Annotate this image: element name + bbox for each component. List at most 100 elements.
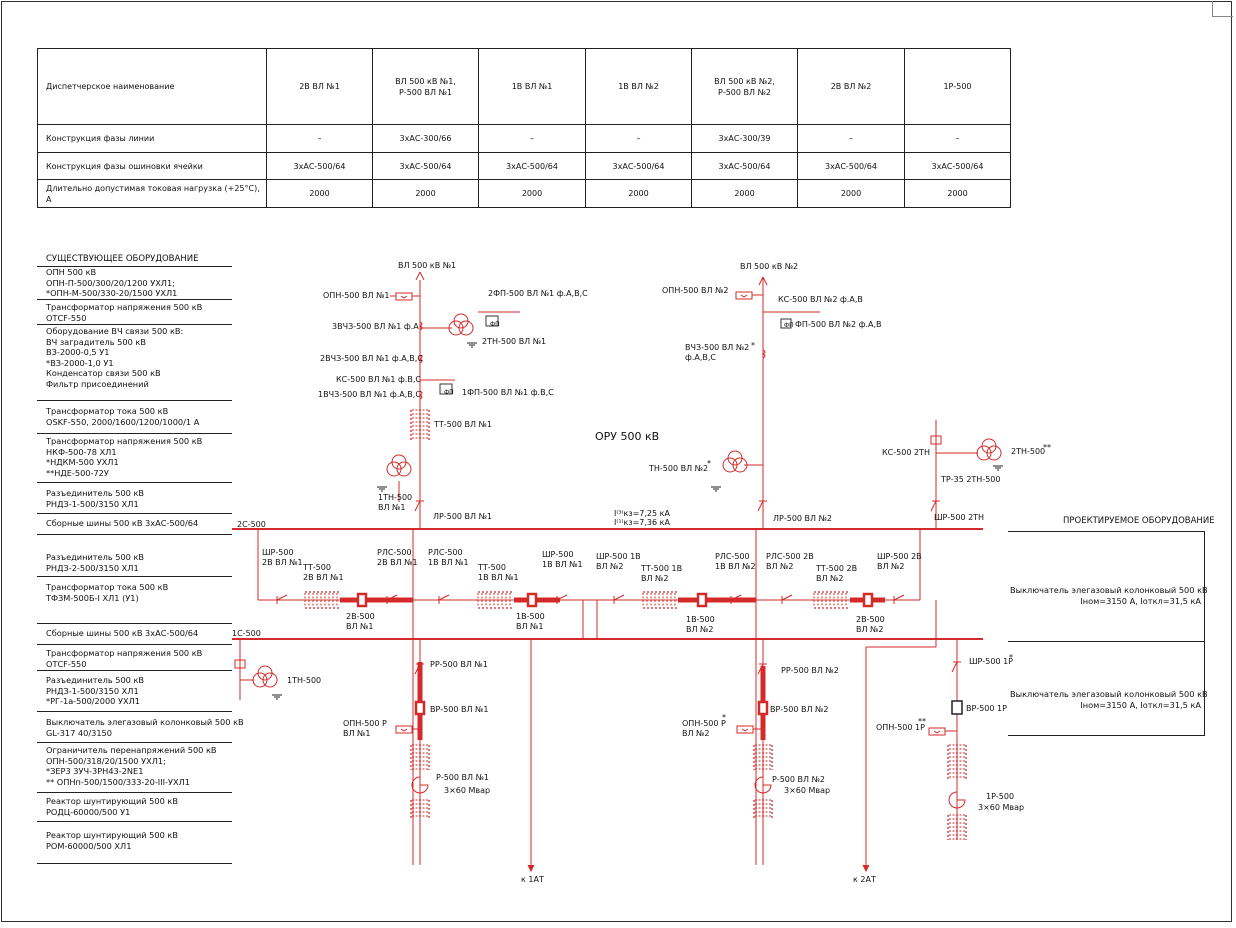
divider — [1008, 641, 1205, 642]
spec-table: Диспетчерское наименование 2В ВЛ №1 ВЛ 5… — [37, 48, 1011, 208]
divider — [1008, 735, 1205, 736]
capacitor-icon — [930, 435, 942, 445]
table-col-2: 1В ВЛ №1 — [478, 48, 586, 125]
voltage-transformer-icon — [391, 454, 407, 470]
legend-item: Оборудование ВЧ связи 500 кВ: ВЧ загради… — [46, 326, 184, 389]
divider — [37, 821, 232, 822]
table-col-5: 2В ВЛ №2 — [797, 48, 905, 125]
line2-wire — [762, 276, 768, 286]
disconnector-icon — [893, 594, 906, 604]
tn2-ks: КС-500 2ТН — [882, 448, 930, 457]
voltage-transformer-icon — [453, 313, 469, 329]
surge-arrester-icon — [395, 292, 413, 301]
legend-projected-title: ПРОЕКТИРУЕМОЕ ОБОРУДОВАНИЕ — [1063, 516, 1215, 526]
filter-icon — [780, 318, 792, 329]
divider — [1204, 531, 1205, 735]
table-row-label: Конструкция фазы линии — [37, 124, 267, 153]
breaker-icon — [696, 592, 708, 608]
line1-lr: ЛР-500 ВЛ №1 — [433, 512, 492, 521]
mark-one: * — [751, 341, 755, 350]
legend-item: Трансформатор напряжения 500 кВ ОТСF-550 — [46, 648, 203, 669]
line2-opn: ОПН-500 ВЛ №2 — [662, 286, 728, 295]
line1-rr: РР-500 ВЛ №1 — [430, 660, 488, 669]
line1-wire — [415, 271, 421, 281]
legend-existing-title: СУЩЕСТВУЮЩЕЕ ОБОРУДОВАНИЕ — [46, 254, 199, 264]
ground-icon — [377, 486, 387, 492]
filter-icon — [485, 315, 499, 327]
substation-name: ОРУ 500 кВ — [595, 430, 659, 443]
title-corner-box — [1212, 1, 1233, 17]
line2-rr: РР-500 ВЛ №2 — [781, 666, 839, 675]
short-circuit-3: I⁽³⁾кз=7,25 кА — [614, 509, 670, 518]
disconnector-icon — [414, 663, 424, 676]
table-col-1: ВЛ 500 кВ №1, Р-500 ВЛ №1 — [372, 48, 479, 125]
line1-tt: ТТ-500 ВЛ №1 — [433, 420, 492, 429]
surge-arrester-icon — [400, 295, 408, 299]
line1-reactor: Р-500 ВЛ №1 — [436, 773, 489, 782]
line2-vr: ВР-500 ВЛ №2 — [770, 705, 828, 714]
bus-2-label: 2С-500 — [237, 520, 266, 529]
short-circuit-1: I⁽¹⁾кз=7,36 кА — [614, 518, 670, 527]
line2-lr: ЛР-500 ВЛ №2 — [773, 514, 832, 523]
table-row-label: Конструкция фазы ошиновки ячейки — [37, 152, 267, 180]
table-header-row: Диспетчерское наименование 2В ВЛ №1 ВЛ 5… — [37, 48, 1011, 125]
disconnector-icon — [951, 661, 961, 674]
ground-icon — [711, 486, 721, 492]
divider — [37, 623, 232, 624]
voltage-transformer-icon — [257, 665, 273, 681]
breaker-icon — [414, 700, 426, 716]
reactor1p-name: 1Р-500 — [986, 792, 1014, 801]
divider — [37, 299, 232, 300]
surge-arrester-icon — [933, 730, 941, 734]
legend-item: Разъединитель 500 кВ РНДЗ-1-500/3150 ХЛ1 — [46, 488, 145, 509]
breaker-icon — [757, 700, 769, 716]
table-cell: – — [478, 124, 586, 153]
divider — [37, 792, 232, 793]
divider — [37, 482, 232, 483]
mark-one: * — [707, 459, 711, 468]
table-col-6: 1Р-500 — [904, 48, 1011, 125]
surge-arrester-icon — [741, 728, 749, 732]
bus-1-label: 1С-500 — [232, 629, 261, 638]
surge-arrester-icon — [400, 728, 408, 732]
table-cell: 2000 — [372, 179, 479, 208]
legend-item: Реактор шунтирующий 500 кВ РОДЦ-60000/50… — [46, 796, 178, 817]
legend-item: Трансформатор напряжения 500 кВ НКФ-500-… — [46, 436, 203, 478]
surge-arrester-icon — [736, 725, 754, 734]
disconnector-icon — [386, 594, 399, 604]
line-trap-icon — [418, 354, 423, 364]
line1-fp2: 2ФП-500 ВЛ №1 ф.А,В,С — [488, 289, 588, 298]
symbols — [234, 291, 1003, 873]
table-cell: 3хАС-500/64 — [691, 152, 798, 180]
disconnector-icon — [757, 500, 767, 513]
line1-name: ВЛ 500 кВ №1 — [398, 261, 456, 270]
divider — [37, 711, 232, 712]
legend-item: Ограничитель перенапряжений 500 кВ ОПН-5… — [46, 745, 217, 787]
legend-item: Трансформатор тока 500 кВ ТФЗМ-500Б-I ХЛ… — [46, 582, 169, 603]
line1-vr: ВР-500 ВЛ №1 — [430, 705, 488, 714]
fp-box-label: ФП — [784, 322, 794, 329]
disconnector-icon — [276, 594, 289, 604]
table-cell: – — [585, 124, 692, 153]
mark-two: ** — [918, 717, 926, 726]
table-row: Конструкция фазы ошиновки ячейки 3хАС-50… — [37, 152, 1011, 180]
disconnector-icon — [438, 594, 451, 604]
reactor1p-shr: ШР-500 1Р — [969, 657, 1013, 666]
disconnector-icon — [781, 594, 794, 604]
disconnector-icon — [757, 663, 767, 676]
ground-icon — [993, 465, 1003, 471]
disconnector-icon — [613, 594, 626, 604]
